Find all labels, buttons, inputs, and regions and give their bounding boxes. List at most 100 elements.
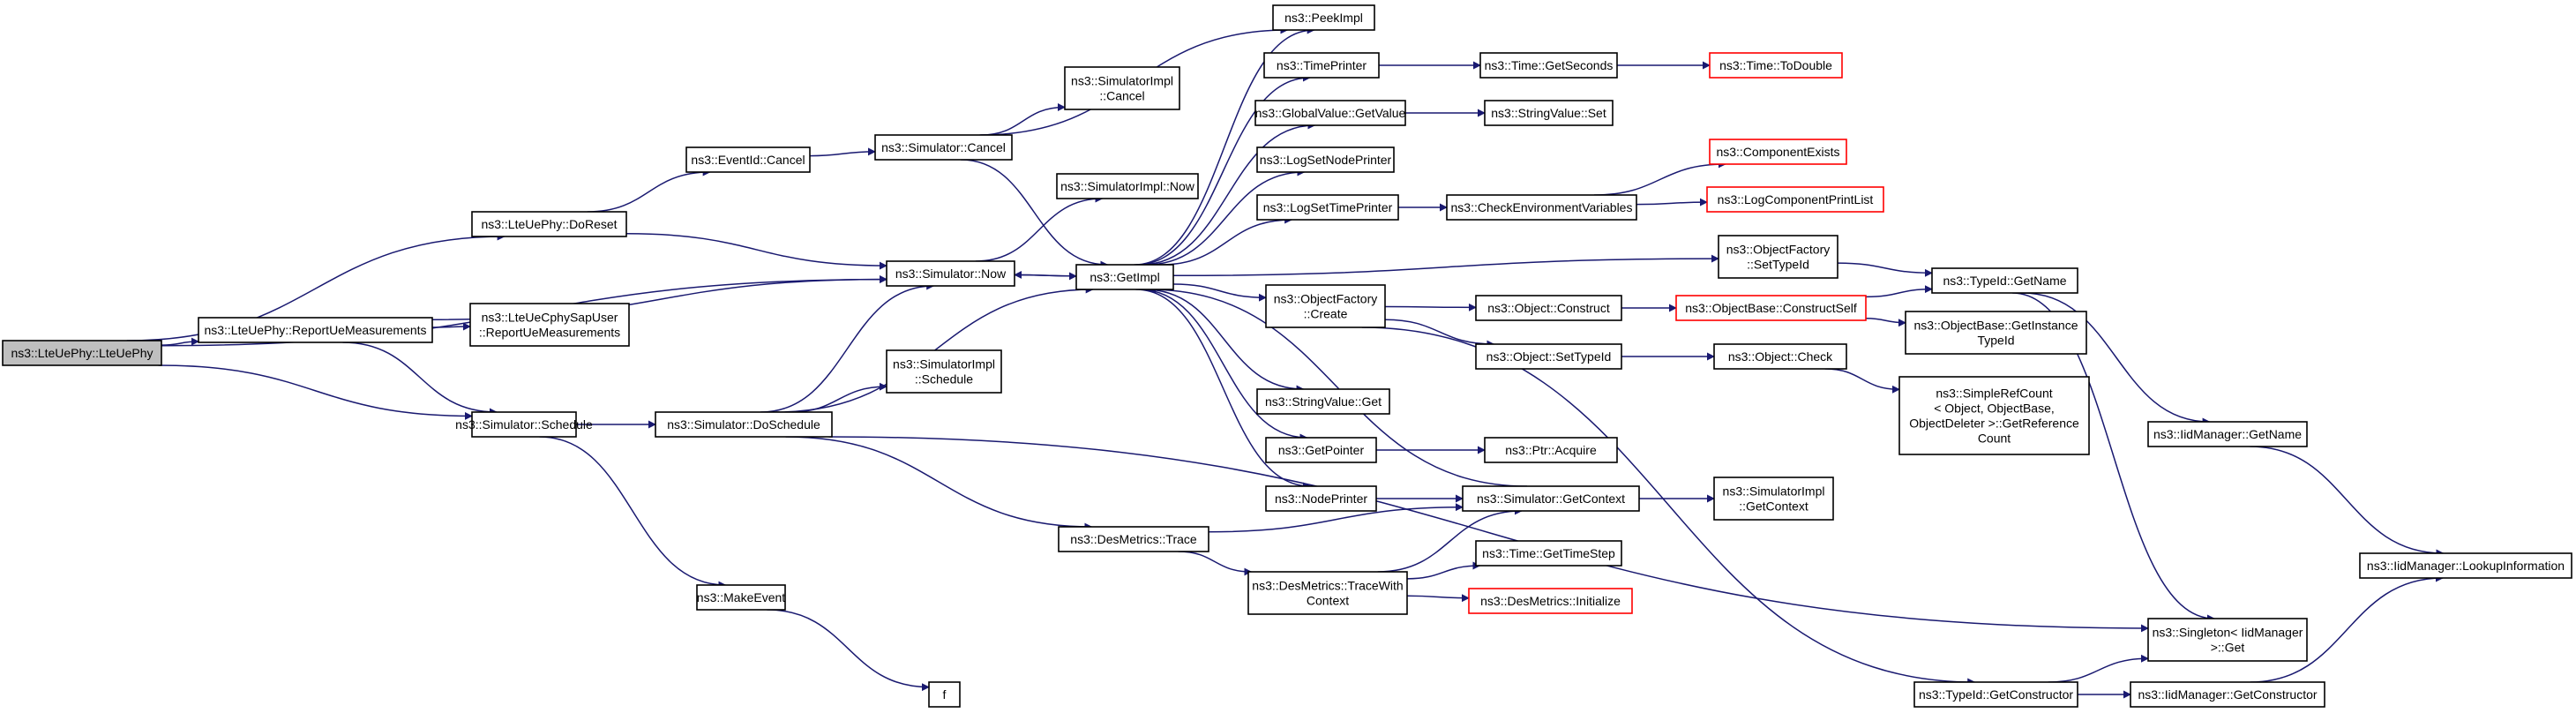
edge-objbasecs-to-typeidgetname — [1865, 285, 1933, 298]
node-svset[interactable]: ns3::StringValue::Set — [1484, 100, 1614, 126]
node-box-desinit — [1468, 588, 1633, 614]
node-timetodouble[interactable]: ns3::Time::ToDouble — [1709, 52, 1843, 79]
node-box-nodeprinter — [1265, 485, 1377, 512]
edge-doschedule-to-desmetrace — [785, 436, 1093, 531]
node-label: ::SetTypeId — [1747, 258, 1809, 272]
node-box-tracewithctx — [1247, 571, 1408, 615]
edge-simgetctx-to-getimpl — [1148, 285, 1528, 487]
node-label: ns3::GetImpl — [1090, 270, 1159, 284]
node-nodeprinter[interactable]: ns3::NodePrinter — [1265, 485, 1377, 512]
edge-objcheck-to-simplerefcount — [1824, 368, 1900, 394]
node-objbasecs[interactable]: ns3::ObjectBase::ConstructSelf — [1675, 295, 1867, 321]
node-label: ns3::Object::SetTypeId — [1486, 349, 1612, 364]
node-objcheck[interactable]: ns3::Object::Check — [1713, 343, 1847, 370]
node-box-ptracquire — [1484, 437, 1618, 463]
edge-objfactcreate-to-objsettypeid — [1384, 319, 1495, 349]
node-box-objconstruct — [1475, 295, 1622, 321]
node-timeprinter[interactable]: ns3::TimePrinter — [1263, 52, 1380, 79]
node-label: TypeId — [1977, 334, 2014, 348]
node-timegetstep[interactable]: ns3::Time::GetTimeStep — [1475, 540, 1622, 567]
node-schedule[interactable]: ns3::Simulator::Schedule — [455, 411, 593, 438]
nodes-layer: ns3::LteUePhy::LteUePhy ns3::LteUePhy::Do… — [2, 4, 2572, 708]
node-gvgetvalue[interactable]: ns3::GlobalValue::GetValue — [1254, 100, 1406, 126]
node-simcancel[interactable]: ns3::Simulator::Cancel — [874, 134, 1013, 161]
node-desinit[interactable]: ns3::DesMetrics::Initialize — [1468, 588, 1633, 614]
node-label: ns3::PeekImpl — [1284, 11, 1363, 25]
edge-tracewithctx-to-simgetctx — [1377, 507, 1523, 573]
node-label: ns3::ComponentExists — [1716, 145, 1839, 159]
node-iidgetname[interactable]: ns3::IidManager::GetName — [2147, 421, 2308, 447]
node-lognodeprinter[interactable]: ns3::LogSetNodePrinter — [1256, 146, 1395, 173]
node-getpointer[interactable]: ns3::GetPointer — [1265, 437, 1377, 463]
node-label: ns3::IidManager::GetConstructor — [2138, 687, 2317, 702]
node-typeidgetctor[interactable]: ns3::TypeId::GetConstructor — [1913, 681, 2078, 708]
node-box-simimplgetctx — [1713, 477, 1834, 521]
node-box-objbasecs — [1675, 295, 1867, 321]
node-logcompprint[interactable]: ns3::LogComponentPrintList — [1706, 186, 1884, 213]
node-simimplgetctx[interactable]: ns3::SimulatorImpl::GetContext — [1713, 477, 1834, 521]
node-timegetseconds[interactable]: ns3::Time::GetSeconds — [1479, 52, 1618, 79]
node-box-doschedule — [655, 411, 833, 438]
node-box-root — [2, 340, 162, 366]
node-box-iidgetname — [2147, 421, 2308, 447]
node-box-timetodouble — [1709, 52, 1843, 79]
node-iidlookup[interactable]: ns3::IidManager::LookupInformation — [2359, 552, 2572, 579]
node-typeidgetname[interactable]: ns3::TypeId::GetName — [1931, 267, 2078, 294]
node-now[interactable]: ns3::Simulator::Now — [886, 260, 1015, 287]
node-evcancel[interactable]: ns3::EventId::Cancel — [685, 146, 811, 173]
node-makeevent[interactable]: ns3::MakeEvent — [696, 584, 786, 611]
node-singletonget[interactable]: ns3::Singleton< IidManager >::Get — [2147, 618, 2308, 662]
edge-desmetrace-to-tracewithctx — [1178, 551, 1253, 576]
node-cphysap[interactable]: ns3::LteUeCphySapUser::ReportUeMeasureme… — [469, 303, 630, 347]
node-label: ns3::ObjectBase::GetInstance — [1914, 319, 2078, 333]
node-label: ns3::Simulator::Schedule — [455, 417, 593, 432]
node-objfactsettid[interactable]: ns3::ObjectFactory::SetTypeId — [1718, 235, 1838, 279]
node-label: ns3::LogSetNodePrinter — [1260, 153, 1392, 167]
edge-doreset-to-now — [625, 233, 887, 270]
node-simgetctx[interactable]: ns3::Simulator::GetContext — [1462, 485, 1640, 512]
node-root[interactable]: ns3::LteUePhy::LteUePhy — [2, 340, 162, 366]
edge-getimpl-to-nodeprinter — [1135, 289, 1311, 491]
node-box-simimplnow — [1056, 173, 1199, 199]
node-box-iidgetctor — [2130, 681, 2325, 708]
node-doschedule[interactable]: ns3::Simulator::DoSchedule — [655, 411, 833, 438]
node-logtimeprinter[interactable]: ns3::LogSetTimePrinter — [1256, 194, 1399, 221]
node-simimplnow[interactable]: ns3::SimulatorImpl::Now — [1056, 173, 1199, 199]
edge-typeidgetname-to-iidgetname — [2022, 292, 2211, 426]
node-simimplcancel[interactable]: ns3::SimulatorImpl::Cancel — [1064, 66, 1180, 110]
node-label: ns3::MakeEvent — [697, 590, 785, 604]
node-objfactcreate[interactable]: ns3::ObjectFactory::Create — [1265, 284, 1386, 328]
node-ptracquire[interactable]: ns3::Ptr::Acquire — [1484, 437, 1618, 463]
node-box-simplerefcount — [1898, 376, 2090, 455]
node-iidgetctor[interactable]: ns3::IidManager::GetConstructor — [2130, 681, 2325, 708]
node-f[interactable]: f — [928, 681, 961, 708]
edge-objbasecs-to-objbaseinst — [1865, 318, 1906, 327]
edge-getimpl-to-getpointer — [1138, 289, 1308, 442]
node-label: ns3::DesMetrics::Initialize — [1480, 594, 1621, 608]
node-doreset[interactable]: ns3::LteUePhy::DoReset — [471, 211, 627, 237]
node-compexists[interactable]: ns3::ComponentExists — [1709, 139, 1847, 165]
edge-doreset-to-evcancel — [587, 168, 711, 213]
node-box-lognodeprinter — [1256, 146, 1395, 173]
edge-desmetrace-to-simgetctx — [1208, 503, 1464, 533]
node-simimplsched[interactable]: ns3::SimulatorImpl::Schedule — [886, 349, 1002, 394]
node-box-typeidgetctor — [1913, 681, 2078, 708]
node-objconstruct[interactable]: ns3::Object::Construct — [1475, 295, 1622, 321]
node-label: ns3::DesMetrics::TraceWith — [1252, 579, 1403, 593]
node-svget[interactable]: ns3::StringValue::Get — [1256, 388, 1390, 415]
edge-typeidgetctor-to-singletonget — [2048, 654, 2149, 683]
node-getimpl[interactable]: ns3::GetImpl — [1075, 264, 1174, 290]
node-desmetrace[interactable]: ns3::DesMetrics::Trace — [1058, 526, 1209, 552]
edge-root-to-doreset — [126, 232, 505, 341]
node-simplerefcount[interactable]: ns3::SimpleRefCount< Object, ObjectBase,… — [1898, 376, 2090, 455]
node-report[interactable]: ns3::LteUePhy::ReportUeMeasurements — [198, 317, 433, 343]
node-objsettypeid[interactable]: ns3::Object::SetTypeId — [1475, 343, 1622, 370]
node-box-compexists — [1709, 139, 1847, 165]
node-label: ns3::NodePrinter — [1275, 492, 1367, 506]
node-checkenv[interactable]: ns3::CheckEnvironmentVariables — [1446, 194, 1637, 221]
edge-simcancel-to-simimplcancel — [980, 103, 1066, 136]
node-peekimpl[interactable]: ns3::PeekImpl — [1272, 4, 1375, 31]
